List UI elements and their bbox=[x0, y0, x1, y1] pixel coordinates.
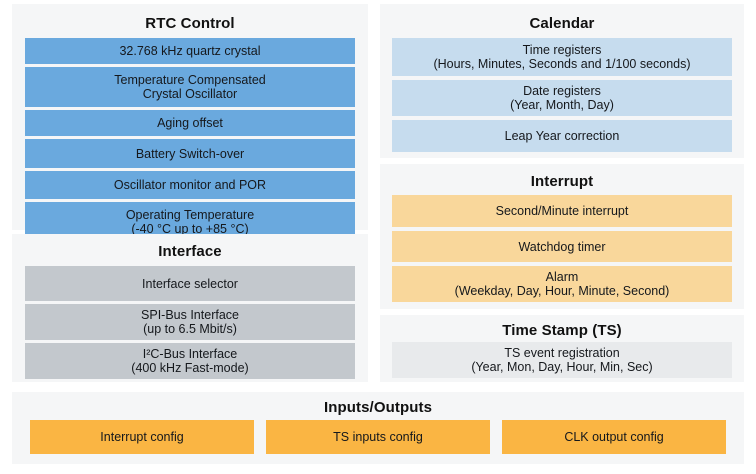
calendar-block-sublabel: (Year, Month, Day) bbox=[510, 98, 614, 112]
rtc-control-block[interactable]: Battery Switch-over bbox=[25, 139, 355, 168]
panel-title-interrupt: Interrupt bbox=[530, 173, 594, 190]
interrupt-block-sublabel: (Weekday, Day, Hour, Minute, Second) bbox=[454, 284, 670, 298]
calendar-block[interactable]: Date registers(Year, Month, Day) bbox=[392, 80, 732, 116]
rtc-control-block-label: Aging offset bbox=[157, 116, 223, 130]
inputs-outputs-block[interactable]: CLK output config bbox=[502, 420, 726, 454]
inputs-outputs-block-list: Interrupt config TS inputs config CLK outp… bbox=[30, 420, 726, 454]
rtc-control-block-label: Battery Switch-over bbox=[135, 146, 245, 161]
time-stamp-block[interactable]: TS event registration(Year, Mon, Day, Ho… bbox=[392, 342, 732, 378]
inputs-outputs-block-label: Interrupt config bbox=[100, 430, 184, 444]
calendar-block[interactable]: Time registers(Hours, Minutes, Seconds a… bbox=[392, 38, 732, 76]
rtc-control-block-label: Temperature Compensated bbox=[114, 73, 266, 87]
interrupt-block[interactable]: Alarm(Weekday, Day, Hour, Minute, Second… bbox=[392, 266, 732, 302]
rtc-control-block[interactable]: Aging offset bbox=[25, 110, 355, 136]
calendar-block-label: Time registers bbox=[522, 43, 602, 57]
interrupt-block[interactable]: Watchdog timer bbox=[392, 231, 732, 262]
interface-block-label: I²C-Bus Interface bbox=[142, 347, 238, 361]
rtc-control-block-label: 32.768 kHz quartz crystal bbox=[119, 44, 261, 58]
interface-block[interactable]: SPI-Bus Interface(up to 6.5 Mbit/s) bbox=[25, 304, 355, 340]
calendar-block-sublabel: (Hours, Minutes, Seconds and 1/100 secon… bbox=[433, 57, 691, 71]
inputs-outputs-block-label: TS inputs config bbox=[333, 430, 423, 444]
calendar-block[interactable]: Leap Year correction bbox=[392, 120, 732, 152]
rtc-control-block-sublabel: Crystal Oscillator bbox=[142, 87, 238, 101]
panel-calendar: Calendar Time registers(Hours, Minutes, … bbox=[380, 4, 744, 158]
panel-title-rtc-control: RTC Control bbox=[145, 15, 235, 32]
interface-block[interactable]: I²C-Bus Interface(400 kHz Fast-mode) bbox=[25, 343, 355, 379]
rtc-control-block-label: Operating Temperature bbox=[125, 208, 255, 222]
calendar-block-label: Leap Year correction bbox=[504, 129, 620, 143]
panel-title-time-stamp: Time Stamp (TS) bbox=[502, 322, 622, 339]
panel-title-interface: Interface bbox=[158, 243, 222, 260]
interface-block-label: Interface selector bbox=[142, 276, 238, 291]
calendar-block-list: Time registers(Hours, Minutes, Seconds a… bbox=[392, 38, 732, 156]
interrupt-block[interactable]: Second/Minute interrupt bbox=[392, 195, 732, 227]
time-stamp-block-sublabel: (Year, Mon, Day, Hour, Min, Sec) bbox=[471, 360, 653, 374]
calendar-block-label: Date registers bbox=[523, 84, 601, 98]
rtc-control-block[interactable]: 32.768 kHz quartz crystal bbox=[25, 38, 355, 64]
panel-time-stamp: Time Stamp (TS) TS event registration(Ye… bbox=[380, 315, 744, 382]
rtc-control-block-sublabel: (-40 °C up to +85 °C) bbox=[131, 222, 249, 236]
time-stamp-block-label: TS event registration bbox=[504, 346, 620, 360]
inputs-outputs-block-label: CLK output config bbox=[564, 430, 664, 444]
interface-block-label: SPI-Bus Interface bbox=[141, 308, 239, 322]
interface-block-sublabel: (up to 6.5 Mbit/s) bbox=[143, 322, 237, 336]
rtc-control-block[interactable]: Oscillator monitor and POR bbox=[25, 171, 355, 199]
panel-title-calendar: Calendar bbox=[529, 15, 595, 32]
panel-inputs-outputs: Inputs/Outputs Interrupt config TS inputs… bbox=[12, 392, 744, 464]
inputs-outputs-block[interactable]: TS inputs config bbox=[266, 420, 490, 454]
inputs-outputs-block[interactable]: Interrupt config bbox=[30, 420, 254, 454]
time-stamp-block-list: TS event registration(Year, Mon, Day, Ho… bbox=[392, 342, 732, 378]
interrupt-block-label: Second/Minute interrupt bbox=[495, 204, 629, 218]
interrupt-block-label: Alarm bbox=[545, 270, 579, 284]
interface-block-sublabel: (400 kHz Fast-mode) bbox=[131, 361, 249, 375]
rtc-control-block-label: Oscillator monitor and POR bbox=[113, 178, 267, 192]
panel-title-inputs-outputs: Inputs/Outputs bbox=[323, 399, 433, 416]
interrupt-block-label: Watchdog timer bbox=[518, 239, 606, 254]
interface-block[interactable]: Interface selector bbox=[25, 266, 355, 301]
